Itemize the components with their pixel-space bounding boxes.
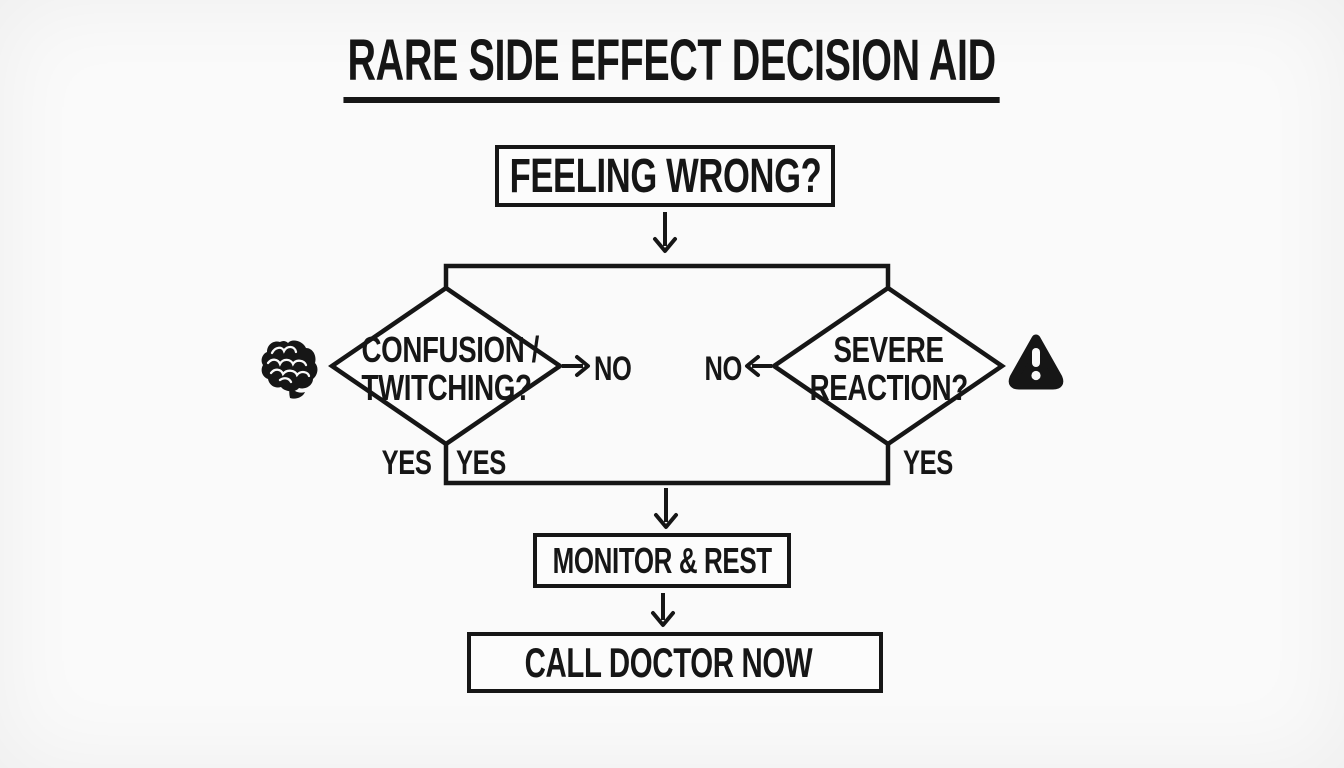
- page-title: RARE SIDE EFFECT DECISION AID: [0, 32, 1344, 103]
- severe-line2: REACTION?: [809, 367, 969, 408]
- node-feeling-wrong: FEELING WRONG?: [495, 145, 835, 207]
- page-title-text: RARE SIDE EFFECT DECISION AID: [343, 32, 1001, 103]
- arrow-left-no-icon: [562, 355, 590, 377]
- node-severe-reaction-label: SEVERE REACTION?: [778, 331, 1000, 407]
- edge-label-left-no: NO: [594, 350, 632, 388]
- node-feeling-wrong-label: FEELING WRONG?: [509, 149, 821, 203]
- edge-label-left-yes-inner: YES: [456, 444, 506, 482]
- edge-label-right-no: NO: [704, 350, 743, 388]
- brain-icon: [261, 340, 318, 399]
- confusion-line2: TWITCHING?: [360, 367, 532, 408]
- edge-label-right-yes: YES: [903, 444, 953, 482]
- arrow-call-down-icon: [651, 593, 675, 627]
- node-monitor-rest-label: MONITOR & REST: [552, 539, 772, 581]
- arrow-start-down-icon: [653, 212, 677, 253]
- node-monitor-rest: MONITOR & REST: [533, 533, 791, 588]
- arrow-monitor-down-icon: [654, 488, 678, 529]
- severe-line1: SEVERE: [833, 329, 945, 370]
- branch-rail-line: [443, 263, 891, 287]
- arrow-right-no-icon: [745, 355, 772, 377]
- confusion-line1: CONFUSION /: [361, 329, 540, 370]
- node-confusion-twitching-label: CONFUSION / TWITCHING?: [335, 331, 557, 407]
- yes-collector-line: [443, 444, 891, 486]
- warning-icon: [1008, 334, 1064, 390]
- node-call-doctor: CALL DOCTOR NOW: [467, 632, 883, 693]
- edge-label-left-yes-outer: YES: [382, 444, 432, 482]
- node-call-doctor-label: CALL DOCTOR NOW: [524, 638, 813, 686]
